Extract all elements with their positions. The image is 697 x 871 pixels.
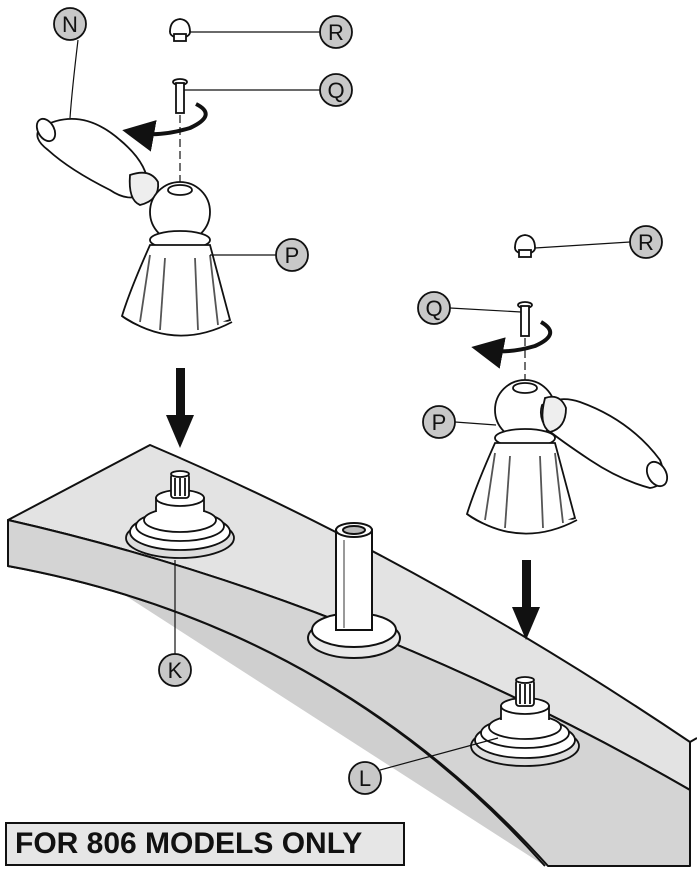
callout-l: L [348,761,382,795]
callout-p-left-label: P [285,243,300,268]
left-rotation-arrow [122,102,208,152]
valve-l [470,676,580,767]
callout-r-right-label: R [638,230,654,255]
callout-q-right: Q [417,291,451,325]
left-down-arrow [166,368,194,448]
right-cap-r [514,234,536,258]
right-lever [539,395,669,489]
callout-q-left-label: Q [327,78,344,103]
callout-p-left: P [275,238,309,272]
callout-k-label: K [168,658,183,683]
leader-lines [69,31,631,771]
left-handle-body-p [120,181,233,337]
callout-q-left: Q [319,73,353,107]
callout-r-left: R [319,15,353,49]
right-screw-q [517,301,533,337]
callout-n-label: N [62,12,78,37]
left-lever-n [35,117,160,206]
right-handle-body-p [465,379,578,535]
left-cap-r [169,18,191,42]
valve-k [125,470,235,559]
models-note-label: FOR 806 MODELS ONLY [5,822,405,866]
callout-p-right: P [422,405,456,439]
callout-p-right-label: P [432,410,447,435]
callout-r-left-label: R [328,20,344,45]
callout-k: K [158,653,192,687]
callout-n: N [53,7,87,41]
right-down-arrow [512,560,540,640]
callout-q-right-label: Q [425,296,442,321]
spout-shank [307,522,401,659]
callout-l-label: L [359,766,371,791]
callout-r-right: R [629,225,663,259]
right-rotation-arrow [471,320,552,369]
left-screw-q [172,78,188,114]
